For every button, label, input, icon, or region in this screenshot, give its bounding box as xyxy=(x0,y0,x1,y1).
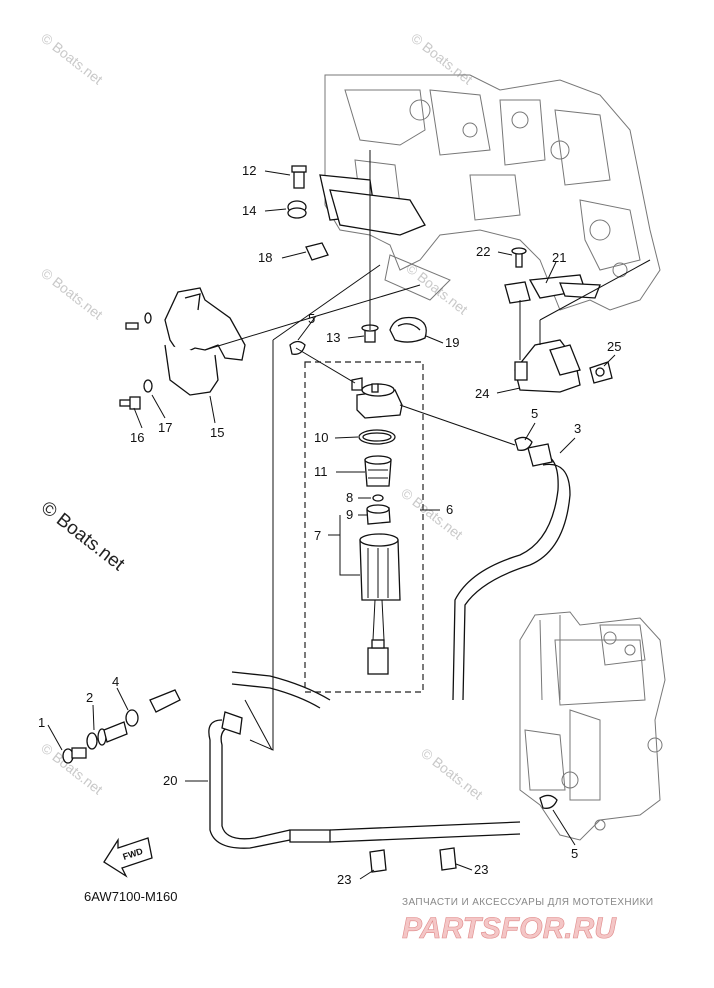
callout-5: 5 xyxy=(308,311,315,326)
watermark-large-text: © Boats.net xyxy=(37,497,129,575)
callout-15: 15 xyxy=(210,425,224,440)
callout-6: 6 xyxy=(446,502,453,517)
engine-block xyxy=(324,74,661,311)
leader-lines xyxy=(47,150,651,880)
fuel-joint-1-2 xyxy=(62,709,139,764)
callout-1: 1 xyxy=(38,715,45,730)
hose-end-20 xyxy=(221,711,243,735)
callout-5: 5 xyxy=(531,406,538,421)
clip-8 xyxy=(372,494,384,502)
callout-12: 12 xyxy=(242,163,256,178)
callout-7: 7 xyxy=(314,528,321,543)
callout-17: 17 xyxy=(158,420,172,435)
watermark-text: © Boats.net xyxy=(38,30,106,88)
brand-name: PARTSFOR.RU xyxy=(402,912,617,945)
watermark-text: © Boats.net xyxy=(408,30,476,88)
brand-subtitle: ЗАПЧАСТИ И АКСЕССУАРЫ ДЛЯ МОТОТЕХНИКИ xyxy=(402,897,653,908)
callout-3: 3 xyxy=(574,421,581,436)
callout-16: 16 xyxy=(130,430,144,445)
bolt-12 xyxy=(293,171,305,189)
callout-22: 22 xyxy=(476,244,490,259)
bracket-24 xyxy=(514,339,581,393)
hose-20 xyxy=(149,671,521,849)
callout-9: 9 xyxy=(346,507,353,522)
callout-21: 21 xyxy=(552,250,566,265)
bracket-21 xyxy=(504,247,601,304)
clip-23 xyxy=(369,849,387,873)
clip-23 xyxy=(439,847,457,871)
callout-25: 25 xyxy=(607,339,621,354)
watermark-text: © Boats.net xyxy=(38,265,106,323)
watermark-text: © Boats.net xyxy=(403,260,471,318)
filter-cup-7 xyxy=(359,533,401,675)
watermark-text: © Boats.net xyxy=(418,745,486,803)
hose-3 xyxy=(452,443,571,701)
filter-assembly-box xyxy=(304,361,424,693)
clamp-19 xyxy=(389,316,427,343)
callout-18: 18 xyxy=(258,250,272,265)
bracket-15 xyxy=(164,287,246,396)
bolt-25 xyxy=(589,361,613,384)
fuel-filter-head xyxy=(351,377,403,419)
callout-24: 24 xyxy=(475,386,489,401)
bolt-16-17 xyxy=(119,312,153,410)
callout-4: 4 xyxy=(112,674,119,689)
bracket-assembly xyxy=(287,165,426,261)
clamp-5 xyxy=(539,794,558,809)
callout-10: 10 xyxy=(314,430,328,445)
callout-19: 19 xyxy=(445,335,459,350)
float-9 xyxy=(366,504,391,525)
callout-23: 23 xyxy=(474,862,488,877)
callout-11: 11 xyxy=(314,464,328,479)
callout-5: 5 xyxy=(571,846,578,861)
callout-20: 20 xyxy=(163,773,177,788)
fwd-arrow: FWD xyxy=(103,837,153,878)
callout-8: 8 xyxy=(346,490,353,505)
partsfor-logo: ЗАПЧАСТИ И АКСЕССУАРЫ ДЛЯ МОТОТЕХНИКИ PA… xyxy=(402,897,653,945)
callout-13: 13 xyxy=(326,330,340,345)
clamp-5 xyxy=(514,436,533,451)
callout-14: 14 xyxy=(242,203,256,218)
diagram-code: 6AW7100-M160 xyxy=(84,889,177,904)
callout-23: 23 xyxy=(337,872,351,887)
bolt-22 xyxy=(515,252,523,268)
clip-18 xyxy=(305,242,329,261)
callout-2: 2 xyxy=(86,690,93,705)
clamp-4 xyxy=(125,709,139,727)
filter-element-11 xyxy=(364,455,392,487)
watermark-text: © Boats.net xyxy=(398,485,466,543)
vapor-separator xyxy=(519,611,666,841)
callout-labels: 1 2 3 4 5 5 5 6 7 8 9 10 11 12 13 14 15 … xyxy=(38,163,621,887)
